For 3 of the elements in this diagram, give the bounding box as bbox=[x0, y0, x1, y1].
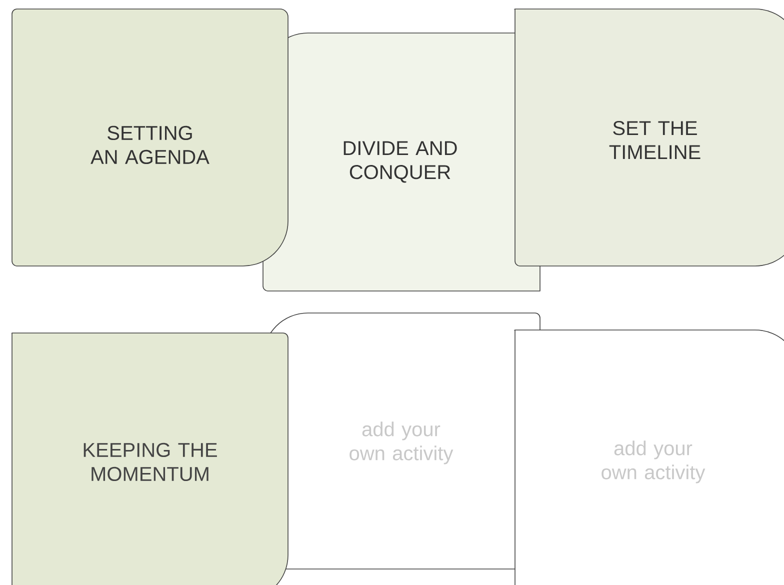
activity-box: SET THE TIMELINE bbox=[514, 8, 784, 266]
activity-box: KEEPING THE MOMENTUM bbox=[12, 332, 288, 585]
activity-box: SETTING AN AGENDA bbox=[12, 8, 288, 266]
